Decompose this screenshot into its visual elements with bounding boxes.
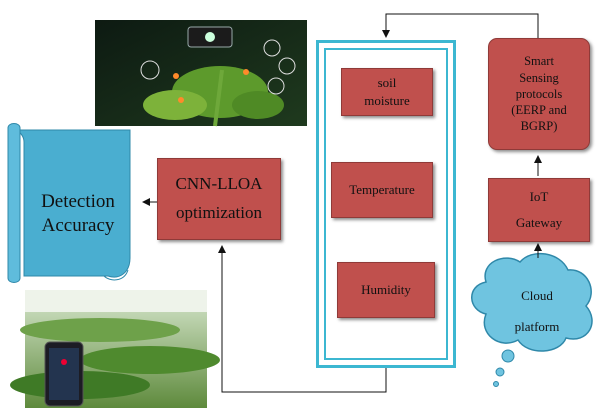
- temperature-label: Temperature: [349, 182, 415, 198]
- soil-moisture-label: soil moisture: [364, 75, 410, 108]
- greenhouse-phone-image: [10, 290, 220, 408]
- sensor-panel-inner-border: [324, 48, 448, 360]
- arrow-sensing-to-panel: [382, 13, 539, 38]
- sensor-panel: [316, 40, 456, 368]
- arrow-panel-to-cnn: [218, 245, 387, 393]
- soil-moisture-box: soil moisture: [341, 68, 433, 116]
- smart-sensing-label: Smart Sensing protocols (EERP and BGRP): [511, 54, 567, 134]
- cloud-shape: [471, 252, 593, 387]
- detection-accuracy-label: Detection Accuracy: [41, 191, 115, 236]
- cnn-lloa-label: CNN-LLOA optimization: [175, 174, 263, 222]
- iot-gateway-label: IoT Gateway: [515, 189, 563, 230]
- plant-sensor-image: [95, 20, 307, 127]
- humidity-label: Humidity: [361, 282, 411, 298]
- humidity-box: Humidity: [337, 262, 435, 318]
- cnn-lloa-box: CNN-LLOA optimization: [157, 158, 281, 240]
- detection-accuracy-scroll-shape: [7, 123, 131, 283]
- connector-arrows: [142, 13, 542, 393]
- temperature-box: Temperature: [331, 162, 433, 218]
- smart-sensing-box: Smart Sensing protocols (EERP and BGRP): [488, 38, 590, 150]
- iot-gateway-box: IoT Gateway: [488, 178, 590, 242]
- cloud-platform-label: Cloud platform: [514, 288, 560, 335]
